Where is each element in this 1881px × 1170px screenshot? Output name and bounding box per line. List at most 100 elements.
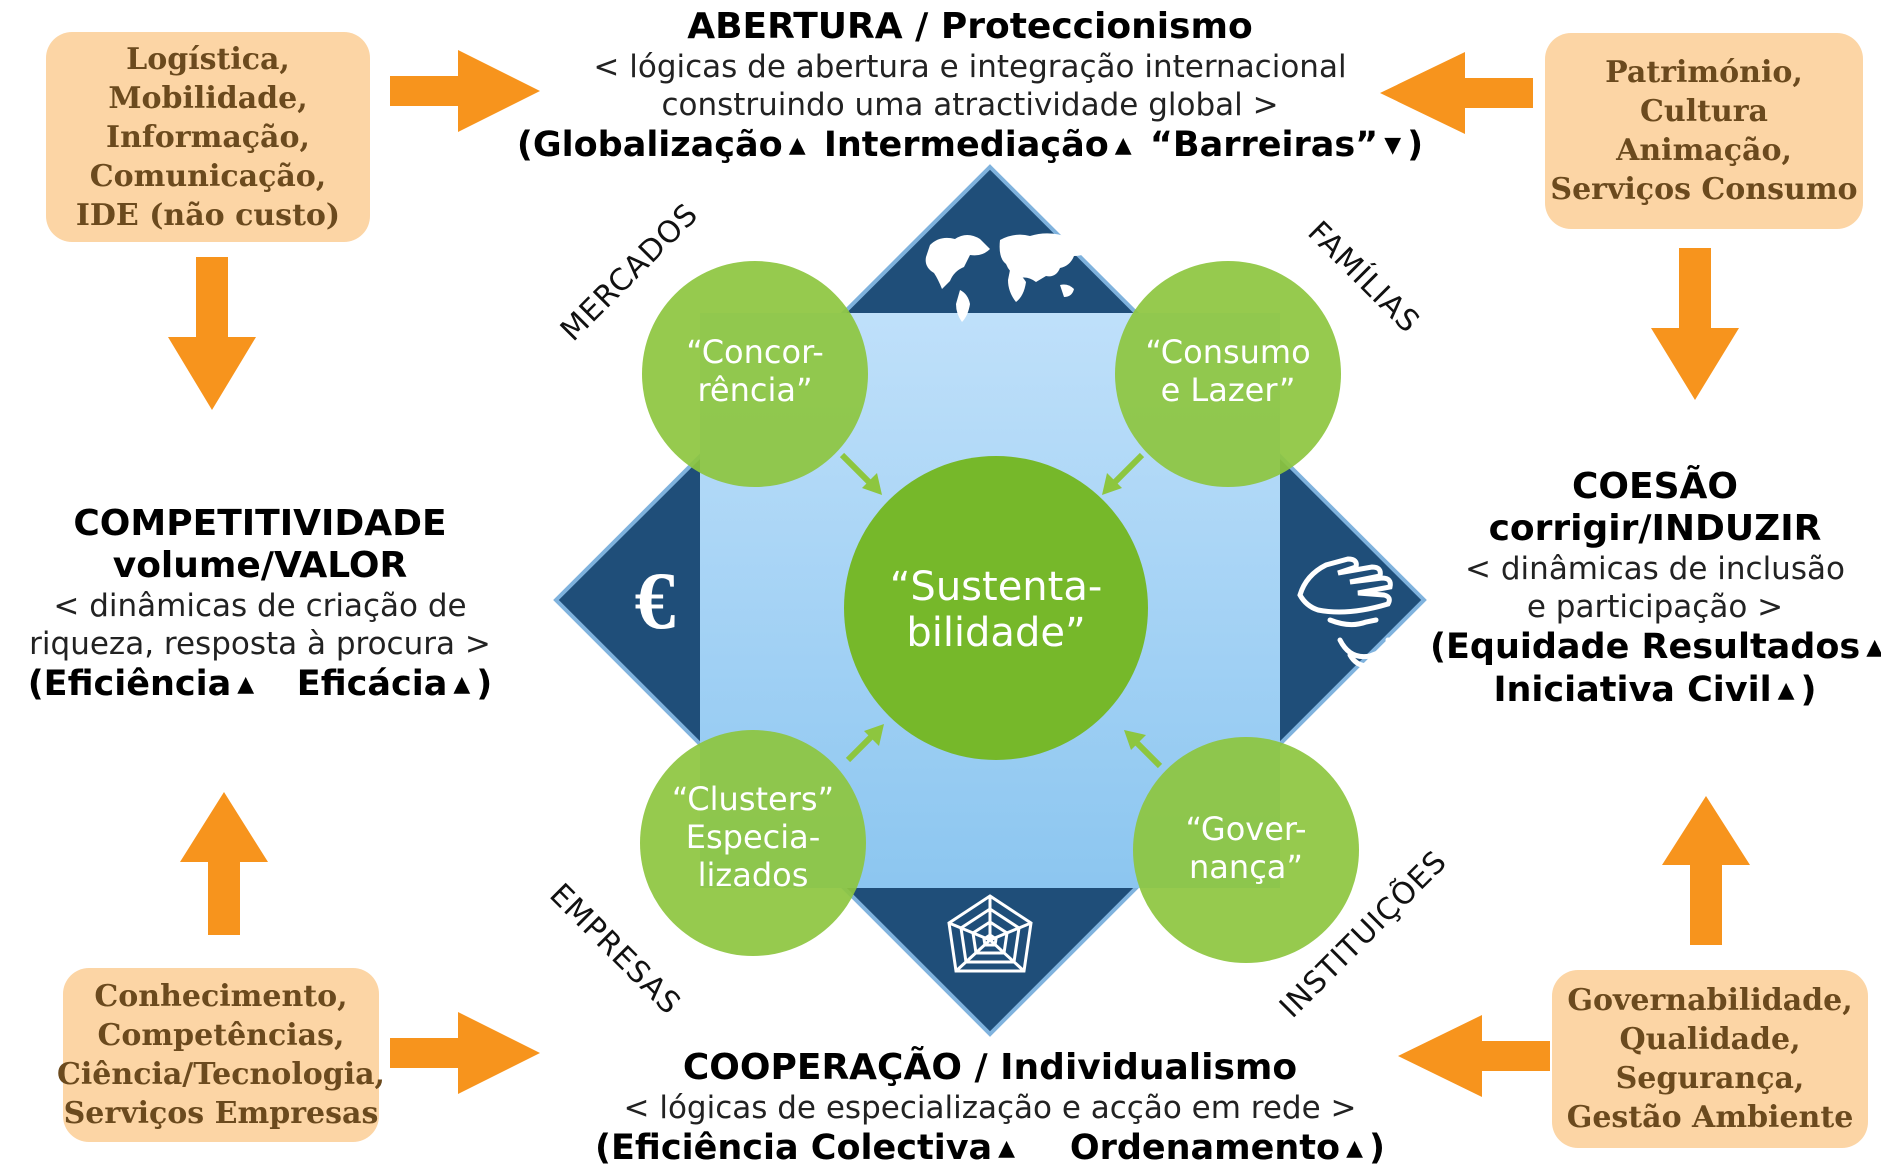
consumo-line-2: e Lazer” bbox=[1160, 371, 1296, 409]
box-top-left: Logística, Mobilidade, Informação, Comun… bbox=[46, 32, 370, 242]
consumo-line-1: “Consumo bbox=[1145, 333, 1311, 371]
up-triangle-icon: ▲ bbox=[453, 672, 471, 697]
left-ind-2: Eficácia bbox=[296, 664, 448, 704]
box-bl-line-2: Competências, bbox=[97, 1018, 345, 1053]
left-ind-close: ) bbox=[476, 664, 493, 704]
world-map-icon bbox=[925, 233, 1090, 322]
box-tl-line-5: IDE (não custo) bbox=[75, 197, 341, 233]
box-tr-line-1: Património, bbox=[1605, 55, 1803, 90]
up-triangle-icon: ▲ bbox=[998, 1136, 1016, 1161]
circle-governanca bbox=[1133, 737, 1359, 963]
bottom-title: COOPERAÇÃO / Individualismo bbox=[682, 1047, 1298, 1088]
right-sub-2: e participação > bbox=[1526, 589, 1784, 625]
box-br-line-2: Qualidade, bbox=[1619, 1022, 1801, 1057]
top-sub-2: construindo uma atractividade global > bbox=[661, 87, 1279, 123]
box-tl-line-3: Informação, bbox=[106, 119, 310, 155]
up-triangle-icon: ▲ bbox=[1777, 678, 1795, 703]
arrow-up-left bbox=[180, 792, 268, 935]
top-block: ABERTURA / Proteccionismo < lógicas de a… bbox=[470, 6, 1470, 167]
sustentabilidade-line-2: bilidade” bbox=[906, 610, 1086, 656]
arrow-down-left bbox=[168, 257, 256, 410]
box-tl-line-4: Comunicação, bbox=[89, 158, 327, 194]
box-bl-line-1: Conhecimento, bbox=[94, 979, 348, 1014]
left-sub-1: < dinâmicas de criação de bbox=[53, 588, 467, 624]
left-ind-1: (Eficiência bbox=[27, 664, 232, 704]
right-indicators-1: (Equidade Resultados▲ bbox=[1430, 626, 1881, 669]
right-block: COESÃO corrigir/INDUZIR < dinâmicas de i… bbox=[1430, 466, 1881, 712]
up-triangle-icon: ▲ bbox=[1114, 133, 1132, 158]
clusters-line-2: Especia- bbox=[685, 818, 821, 856]
bottom-ind-1: (Eficiência Colectiva bbox=[594, 1128, 993, 1168]
box-br-line-1: Governabilidade, bbox=[1567, 983, 1853, 1018]
label-sustentabilidade: “Sustenta- bilidade” bbox=[866, 564, 1126, 656]
sustentabilidade-line-1: “Sustenta- bbox=[889, 564, 1103, 610]
box-bottom-left: Conhecimento, Competências, Ciência/Tecn… bbox=[57, 968, 385, 1142]
label-clusters: “Clusters” Especia- lizados bbox=[643, 780, 863, 894]
arrow-left-top bbox=[1380, 52, 1533, 134]
spider-web-icon bbox=[947, 894, 1033, 973]
clusters-line-3: lizados bbox=[697, 856, 809, 894]
right-ind-close: ) bbox=[1800, 670, 1817, 710]
left-indicators: (Eficiência▲ Eficácia▲) bbox=[0, 663, 520, 706]
arrow-down-right bbox=[1651, 248, 1739, 400]
left-block: COMPETITIVIDADE volume/VALOR < dinâmicas… bbox=[0, 503, 520, 706]
right-title-2: corrigir/INDUZIR bbox=[1488, 508, 1822, 549]
clusters-line-1: “Clusters” bbox=[671, 780, 835, 818]
right-ind-2: Iniciativa Civil bbox=[1493, 670, 1772, 710]
concorrencia-line-2: rência” bbox=[697, 371, 813, 409]
concorrencia-line-1: “Concor- bbox=[686, 333, 824, 371]
down-triangle-icon: ▼ bbox=[1384, 133, 1402, 158]
box-br-line-4: Gestão Ambiente bbox=[1566, 1100, 1854, 1135]
right-sub-1: < dinâmicas de inclusão bbox=[1465, 551, 1845, 587]
up-triangle-icon: ▲ bbox=[1866, 635, 1881, 660]
left-sub-2: riqueza, resposta à procura > bbox=[29, 626, 491, 662]
top-ind-1: (Globalização bbox=[516, 125, 783, 165]
box-br-line-3: Segurança, bbox=[1615, 1061, 1805, 1096]
bottom-ind-close: ) bbox=[1369, 1128, 1385, 1168]
circle-sustentabilidade bbox=[844, 456, 1148, 760]
euro-icon: € bbox=[635, 555, 676, 646]
governanca-line-2: nança” bbox=[1189, 848, 1303, 886]
bottom-block: COOPERAÇÃO / Individualismo < lógicas de… bbox=[490, 1047, 1490, 1170]
box-tr-line-2: Cultura bbox=[1640, 94, 1768, 129]
arrow-right-top bbox=[390, 50, 540, 132]
right-title-1: COESÃO bbox=[1571, 466, 1738, 507]
bottom-indicators: (Eficiência Colectiva▲ Ordenamento▲) bbox=[490, 1127, 1490, 1170]
arrow-right-bottom bbox=[390, 1012, 540, 1094]
box-bottom-right: Governabilidade, Qualidade, Segurança, G… bbox=[1552, 970, 1868, 1148]
top-ind-close: ) bbox=[1407, 125, 1424, 165]
arrow-left-bottom bbox=[1398, 1015, 1550, 1097]
up-triangle-icon: ▲ bbox=[1346, 1136, 1363, 1161]
top-ind-2: Intermediação bbox=[823, 125, 1109, 165]
circle-concorrencia bbox=[642, 261, 868, 487]
right-ind-1: (Equidade Resultados bbox=[1430, 627, 1861, 667]
box-bl-line-4: Serviços Empresas bbox=[63, 1096, 379, 1131]
connector-arrows bbox=[839, 452, 1163, 769]
label-governanca: “Gover- nança” bbox=[1146, 810, 1346, 886]
hands-icon bbox=[1297, 556, 1394, 669]
arrow-up-right bbox=[1662, 796, 1750, 945]
box-tl-line-2: Mobilidade, bbox=[108, 80, 308, 116]
up-triangle-icon: ▲ bbox=[237, 672, 255, 697]
top-indicators: (Globalização▲ Intermediação▲ “Barreiras… bbox=[470, 124, 1470, 167]
box-bl-line-3: Ciência/Tecnologia, bbox=[57, 1057, 385, 1092]
left-title-2: volume/VALOR bbox=[112, 545, 408, 586]
top-sub-1: < lógicas de abertura e integração inter… bbox=[593, 49, 1347, 85]
label-consumo-lazer: “Consumo e Lazer” bbox=[1118, 333, 1338, 409]
box-tl-line-1: Logística, bbox=[126, 41, 290, 77]
governanca-line-1: “Gover- bbox=[1185, 810, 1307, 848]
bottom-sub: < lógicas de especialização e acção em r… bbox=[623, 1090, 1357, 1126]
top-ind-3: “Barreiras” bbox=[1149, 125, 1379, 165]
circle-consumo-lazer bbox=[1115, 261, 1341, 487]
left-title-1: COMPETITIVIDADE bbox=[73, 503, 447, 544]
label-concorrencia: “Concor- rência” bbox=[655, 333, 855, 409]
top-title: ABERTURA / Proteccionismo bbox=[687, 6, 1253, 47]
bottom-ind-2: Ordenamento bbox=[1069, 1128, 1341, 1168]
box-tr-line-3: Animação, bbox=[1616, 133, 1792, 168]
circle-clusters bbox=[640, 730, 866, 956]
orange-arrows bbox=[168, 50, 1750, 1097]
up-triangle-icon: ▲ bbox=[788, 133, 806, 158]
box-top-right: Património, Cultura Animação, Serviços C… bbox=[1545, 33, 1863, 229]
box-tr-line-4: Serviços Consumo bbox=[1550, 172, 1858, 207]
